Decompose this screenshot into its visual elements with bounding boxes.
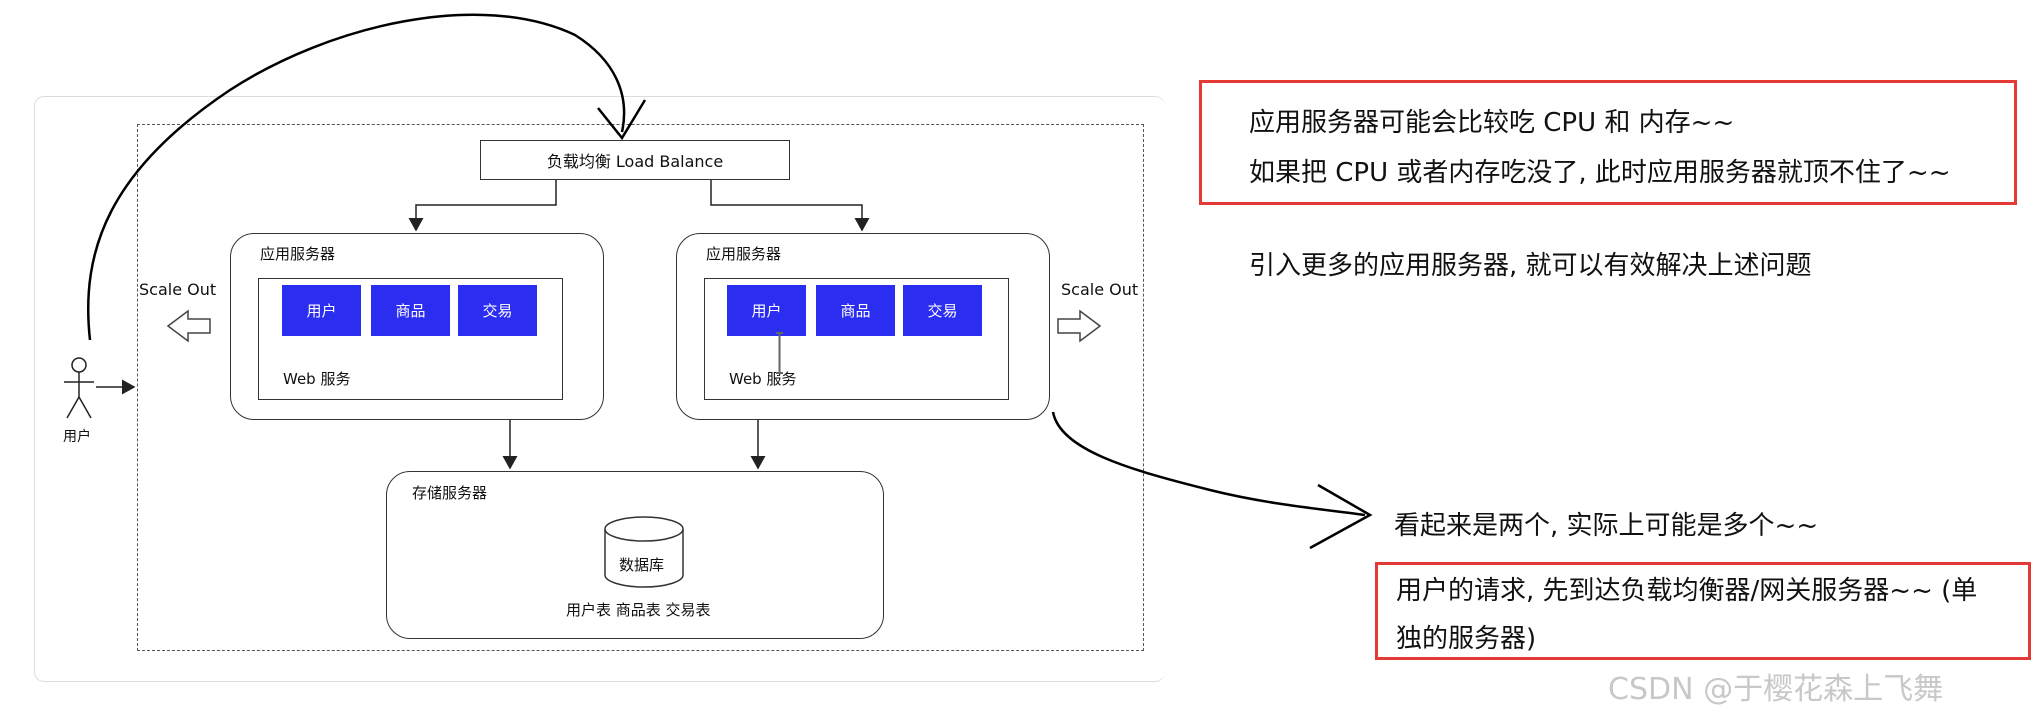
service-user-left: 用户 bbox=[282, 285, 361, 336]
service-trade-right: 交易 bbox=[903, 285, 982, 336]
user-label: 用户 bbox=[63, 429, 91, 445]
service-user-right: 用户 bbox=[727, 285, 806, 336]
note-cpu-line2: 如果把 CPU 或者内存吃没了, 此时应用服务器就顶不住了~~ bbox=[1249, 158, 1951, 188]
note-request-line2: 独的服务器) bbox=[1396, 624, 1537, 654]
web-service-left-label: Web 服务 bbox=[283, 370, 351, 388]
service-trade-left: 交易 bbox=[458, 285, 537, 336]
load-balancer-label: 负载均衡 Load Balance bbox=[546, 152, 724, 171]
note-cpu-line1: 应用服务器可能会比较吃 CPU 和 内存~~ bbox=[1249, 108, 1735, 138]
note-box-request bbox=[1375, 562, 2031, 660]
scale-out-right-label: Scale Out bbox=[1061, 280, 1139, 299]
scale-out-left-label: Scale Out bbox=[139, 280, 217, 299]
text-cursor-icon bbox=[775, 332, 784, 374]
note-two-or-many: 看起来是两个, 实际上可能是多个~~ bbox=[1394, 511, 1819, 541]
database-label: 数据库 bbox=[619, 556, 665, 574]
system-boundary bbox=[137, 124, 1144, 651]
note-request-line1: 用户的请求, 先到达负载均衡器/网关服务器~~ (单 bbox=[1396, 576, 1978, 606]
load-balancer-box: 负载均衡 Load Balance bbox=[480, 140, 790, 180]
service-product-right: 商品 bbox=[816, 285, 895, 336]
storage-tables-label: 用户表 商品表 交易表 bbox=[566, 601, 711, 619]
diagram-panel bbox=[34, 96, 1165, 682]
csdn-watermark: CSDN @于樱花森上飞舞 bbox=[1608, 672, 1944, 707]
app-server-right-title: 应用服务器 bbox=[706, 245, 782, 263]
app-server-left-title: 应用服务器 bbox=[260, 245, 336, 263]
service-product-left: 商品 bbox=[371, 285, 450, 336]
web-service-right-label: Web 服务 bbox=[729, 370, 797, 388]
note-more-servers: 引入更多的应用服务器, 就可以有效解决上述问题 bbox=[1249, 251, 1812, 281]
database-icon bbox=[604, 516, 684, 588]
note-box-cpu bbox=[1199, 80, 2017, 205]
storage-server-title: 存储服务器 bbox=[412, 484, 488, 502]
